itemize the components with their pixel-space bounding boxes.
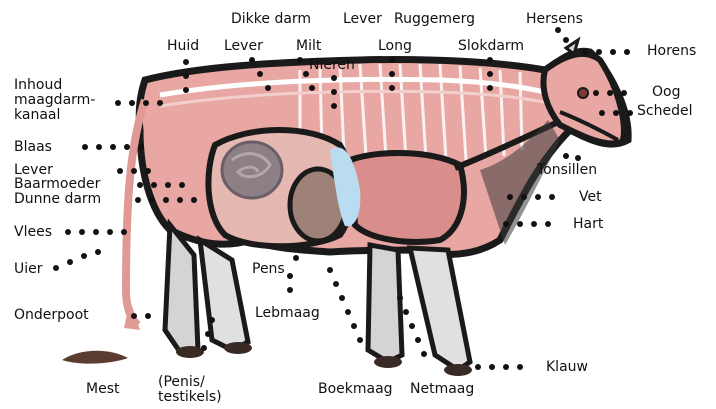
front-leg-left <box>368 245 402 362</box>
label-horens: Horens <box>647 44 696 59</box>
label-lever-mid: Lever <box>224 39 263 54</box>
hind-leg-left <box>165 225 198 352</box>
label-lever-top: Lever <box>343 12 382 27</box>
lung <box>350 153 464 242</box>
label-boekmaag: Boekmaag <box>318 382 393 397</box>
label-blaas: Blaas <box>14 140 52 155</box>
hoof-3 <box>374 356 402 368</box>
label-milt: Milt <box>296 39 321 54</box>
label-klauw: Klauw <box>546 360 588 375</box>
label-huid: Huid <box>167 39 199 54</box>
label-dikke-darm: Dikke darm <box>231 12 311 27</box>
label-dunne-darm: Dunne darm <box>14 192 101 207</box>
hoof-2 <box>224 342 252 354</box>
label-nieren: Nieren <box>309 58 355 73</box>
intestines <box>222 142 282 198</box>
hoof-4 <box>444 364 472 376</box>
label-netmaag: Netmaag <box>410 382 474 397</box>
label-hersens: Hersens <box>526 12 583 27</box>
label-inhoud-maagdarmkanaal: Inhoud maagdarm- kanaal <box>14 78 95 123</box>
label-onderpoot: Onderpoot <box>14 308 89 323</box>
label-slokdarm: Slokdarm <box>458 39 524 54</box>
dung <box>62 351 128 364</box>
label-penis-testikels: (Penis/ testikels) <box>158 375 222 405</box>
label-schedel: Schedel <box>637 104 692 119</box>
label-oog: Oog <box>652 85 680 100</box>
front-leg-right <box>410 248 470 370</box>
label-vlees: Vlees <box>14 225 52 240</box>
label-vet: Vet <box>579 190 602 205</box>
hoof-1 <box>176 346 204 358</box>
label-lebmaag: Lebmaag <box>255 306 320 321</box>
label-ruggemerg: Ruggemerg <box>394 12 475 27</box>
label-uier: Uier <box>14 262 43 277</box>
label-pens: Pens <box>252 262 285 277</box>
label-baarmoeder: Baarmoeder <box>14 177 100 192</box>
label-mest: Mest <box>86 382 119 397</box>
label-tonsillen: Tonsillen <box>537 163 597 178</box>
label-hart: Hart <box>573 217 603 232</box>
label-long: Long <box>378 39 412 54</box>
eye <box>578 88 588 98</box>
